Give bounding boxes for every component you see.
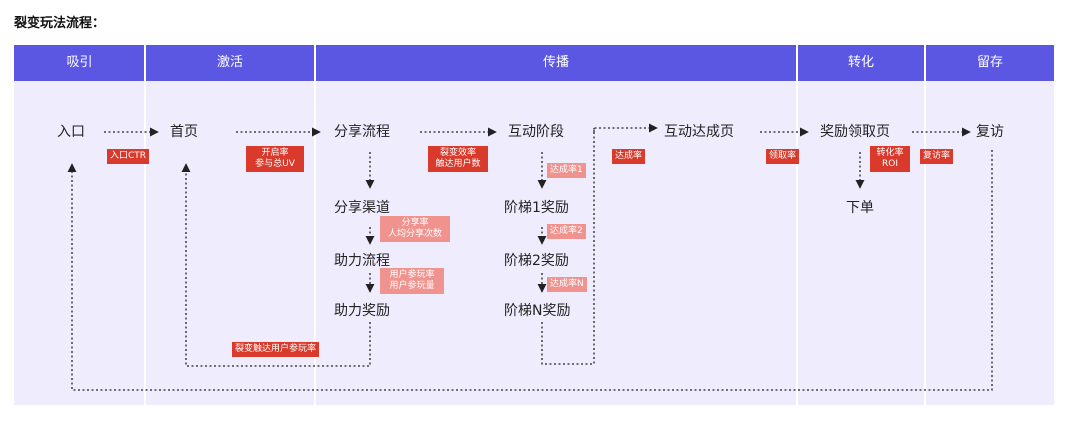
tag-reach-rate-1: 达成率1 <box>547 163 586 178</box>
tag-claim-rate: 领取率 <box>766 149 800 164</box>
node-ladderN-reward: 阶梯N奖励 <box>504 303 571 319</box>
node-ladder1-reward: 阶梯1奖励 <box>504 200 569 216</box>
stage-activate: 激活 <box>216 55 243 70</box>
node-ladder2-reward: 阶梯2奖励 <box>504 253 569 269</box>
loop-revisit-to-entry <box>67 150 993 391</box>
diagram-panel <box>14 45 1054 405</box>
stage-retain: 留存 <box>976 55 1003 70</box>
tag-fission-play-rate: 裂变触达用户参玩率 <box>232 342 320 357</box>
column-separator <box>144 45 146 405</box>
tag-reach-rate-2: 达成率2 <box>547 224 586 239</box>
stage-attract: 吸引 <box>66 55 93 70</box>
tag-open-rate: 开启率参与总UV <box>246 146 304 172</box>
node-assist-reward: 助力奖励 <box>334 303 390 319</box>
loop-assist-to-home <box>181 163 371 367</box>
tag-reach-rate: 达成率 <box>612 149 646 164</box>
node-interact-stage: 互动阶段 <box>508 124 564 140</box>
node-assist-flow: 助力流程 <box>334 253 390 269</box>
arrow-interact-to-done <box>593 123 658 133</box>
tag-revisit-rate: 复访率 <box>920 149 954 164</box>
stage-header-bar <box>14 45 1054 81</box>
node-reward-claim-page: 奖励领取页 <box>820 124 890 140</box>
column-separator <box>796 45 798 405</box>
node-share-channel: 分享渠道 <box>334 200 390 216</box>
node-entry: 入口 <box>57 124 85 140</box>
diagram-title: 裂变玩法流程： <box>14 16 106 31</box>
node-revisit: 复访 <box>976 124 1004 140</box>
node-order: 下单 <box>846 200 874 216</box>
column-separator <box>924 45 926 405</box>
node-interact-done-page: 互动达成页 <box>664 124 734 140</box>
stage-convert: 转化 <box>847 55 874 70</box>
tag-reach-rate-n: 达成率N <box>547 277 587 292</box>
node-share-flow: 分享流程 <box>334 124 390 140</box>
tag-fission-efficiency: 裂变效率触达用户数 <box>428 146 488 172</box>
tag-entry-ctr: 入口CTR <box>107 149 150 164</box>
tag-play-rate: 用户参玩率用户参玩量 <box>380 268 444 294</box>
column-separator <box>314 45 316 405</box>
loop-ladders-to-done <box>541 128 595 365</box>
tag-share-rate: 分享率人均分享次数 <box>380 216 450 242</box>
stage-spread: 传播 <box>542 55 569 70</box>
node-home: 首页 <box>170 124 198 140</box>
